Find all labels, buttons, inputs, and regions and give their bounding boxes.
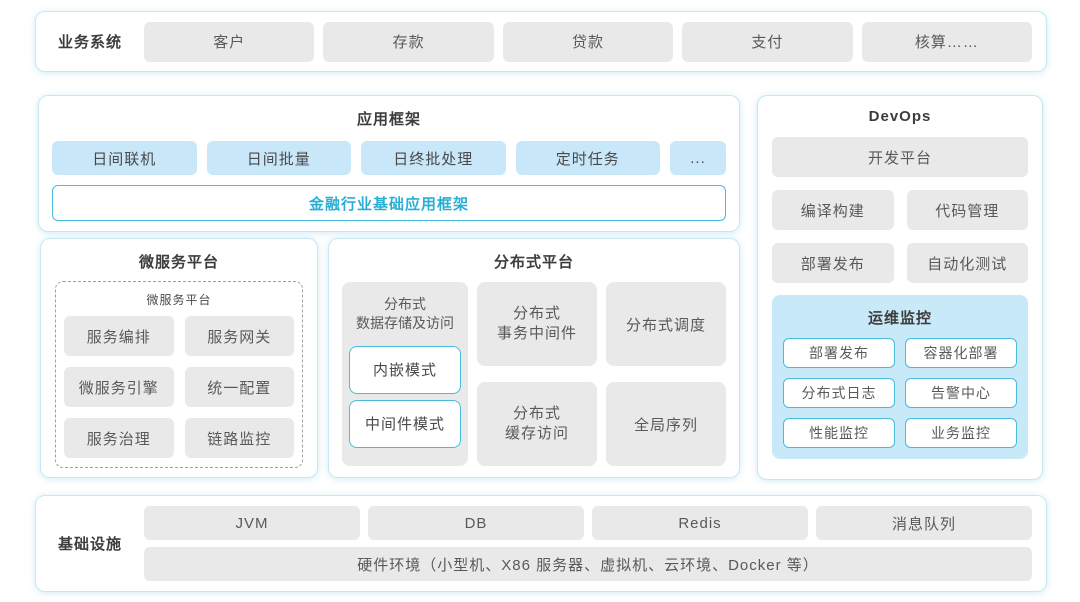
financial-base-framework-bar: 金融行业基础应用框架 [52, 185, 726, 221]
monitor-alert-center: 告警中心 [905, 378, 1017, 408]
microservice-platform-title: 微服务平台 [138, 254, 219, 271]
storage-embedded-mode: 内嵌模式 [349, 345, 461, 394]
devops-tool-build: 编译构建 [772, 190, 894, 230]
distributed-transaction-middleware: 分布式 事务中间件 [477, 282, 597, 366]
business-systems-label: 业务系统 [57, 34, 122, 51]
business-block-accounting: 核算…… [861, 21, 1033, 62]
infrastructure-content: JVM DB Redis 消息队列 硬件环境（小型机、X86 服务器、虚拟机、云… [144, 506, 1032, 581]
infrastructure-panel: 基础设施 JVM DB Redis 消息队列 硬件环境（小型机、X86 服务器、… [35, 495, 1047, 592]
distributed-body: 分布式 数据存储及访问 内嵌模式 中间件模式 分布式 事务中间件 分布式 缓存访… [342, 282, 726, 466]
devops-panel: DevOps 开发平台 编译构建 代码管理 部署发布 自动化测试 运维监控 部署… [757, 95, 1043, 480]
business-block-payment: 支付 [682, 21, 853, 62]
monitor-container-deploy: 容器化部署 [905, 338, 1017, 368]
business-block-loan: 贷款 [502, 21, 674, 62]
monitor-deploy-release: 部署发布 [783, 338, 895, 368]
infra-redis: Redis [592, 506, 808, 540]
app-framework-panel: 应用框架 日间联机 日间批量 日终批处理 定时任务 ... 金融行业基础应用框架 [38, 95, 740, 232]
devops-title: DevOps [868, 108, 932, 125]
devops-tool-auto-test: 自动化测试 [906, 243, 1028, 283]
ops-monitoring-title: 运维监控 [867, 310, 932, 327]
infra-message-queue: 消息队列 [816, 506, 1032, 540]
microservice-inner-box: 微服务平台 服务编排 服务网关 微服务引擎 统一配置 服务治理 链路监控 [55, 281, 303, 468]
monitor-distributed-log: 分布式日志 [783, 378, 895, 408]
devops-tool-deploy: 部署发布 [772, 243, 894, 283]
micro-service-gateway: 服务网关 [184, 316, 294, 356]
distributed-right-column: 分布式调度 全局序列 [606, 282, 726, 466]
microservice-inner-title: 微服务平台 [146, 293, 212, 307]
micro-service-engine: 微服务引擎 [64, 367, 174, 407]
business-block-deposit: 存款 [323, 21, 494, 62]
module-daytime-online: 日间联机 [52, 141, 197, 175]
micro-unified-config: 统一配置 [184, 367, 294, 407]
monitor-business: 业务监控 [905, 418, 1017, 448]
infra-jvm: JVM [144, 506, 360, 540]
infra-db: DB [368, 506, 584, 540]
devops-tool-code-mgmt: 代码管理 [906, 190, 1028, 230]
business-systems-row: 客户 存款 贷款 支付 核算…… [144, 21, 1033, 62]
monitor-performance: 性能监控 [783, 418, 895, 448]
distributed-scheduling: 分布式调度 [606, 282, 726, 366]
storage-middleware-mode: 中间件模式 [349, 399, 461, 448]
ops-monitoring-grid: 部署发布 容器化部署 分布式日志 告警中心 性能监控 业务监控 [783, 338, 1017, 448]
microservice-grid: 服务编排 服务网关 微服务引擎 统一配置 服务治理 链路监控 [64, 316, 294, 458]
distributed-storage-label: 分布式 数据存储及访问 [356, 296, 454, 331]
distributed-cache-access: 分布式 缓存访问 [477, 382, 597, 466]
distributed-platform-title: 分布式平台 [493, 254, 574, 271]
module-daytime-batch: 日间批量 [206, 141, 351, 175]
infrastructure-row: JVM DB Redis 消息队列 [144, 506, 1032, 540]
distributed-platform-panel: 分布式平台 分布式 数据存储及访问 内嵌模式 中间件模式 分布式 事务中间件 分… [328, 238, 740, 478]
distributed-middle-column: 分布式 事务中间件 分布式 缓存访问 [477, 282, 597, 466]
app-framework-modules-row: 日间联机 日间批量 日终批处理 定时任务 ... [52, 141, 726, 175]
module-eod-batch: 日终批处理 [361, 141, 506, 175]
business-block-customer: 客户 [144, 21, 315, 62]
distributed-storage-block: 分布式 数据存储及访问 内嵌模式 中间件模式 [342, 282, 468, 466]
micro-service-governance: 服务治理 [64, 418, 174, 458]
module-more-ellipsis: ... [670, 141, 726, 175]
devops-tools-grid: 编译构建 代码管理 部署发布 自动化测试 [772, 190, 1028, 283]
hardware-environment-bar: 硬件环境（小型机、X86 服务器、虚拟机、云环境、Docker 等） [144, 547, 1032, 581]
ops-monitoring-panel: 运维监控 部署发布 容器化部署 分布式日志 告警中心 性能监控 业务监控 [772, 295, 1028, 459]
microservice-platform-panel: 微服务平台 微服务平台 服务编排 服务网关 微服务引擎 统一配置 服务治理 链路… [40, 238, 318, 478]
module-scheduled-task: 定时任务 [515, 141, 660, 175]
micro-service-orchestration: 服务编排 [64, 316, 174, 356]
global-sequence: 全局序列 [606, 382, 726, 466]
business-systems-panel: 业务系统 客户 存款 贷款 支付 核算…… [35, 11, 1047, 72]
infrastructure-label: 基础设施 [57, 536, 122, 553]
devops-dev-platform: 开发平台 [772, 137, 1028, 177]
app-framework-title: 应用框架 [356, 111, 421, 128]
micro-trace-monitoring: 链路监控 [184, 418, 294, 458]
